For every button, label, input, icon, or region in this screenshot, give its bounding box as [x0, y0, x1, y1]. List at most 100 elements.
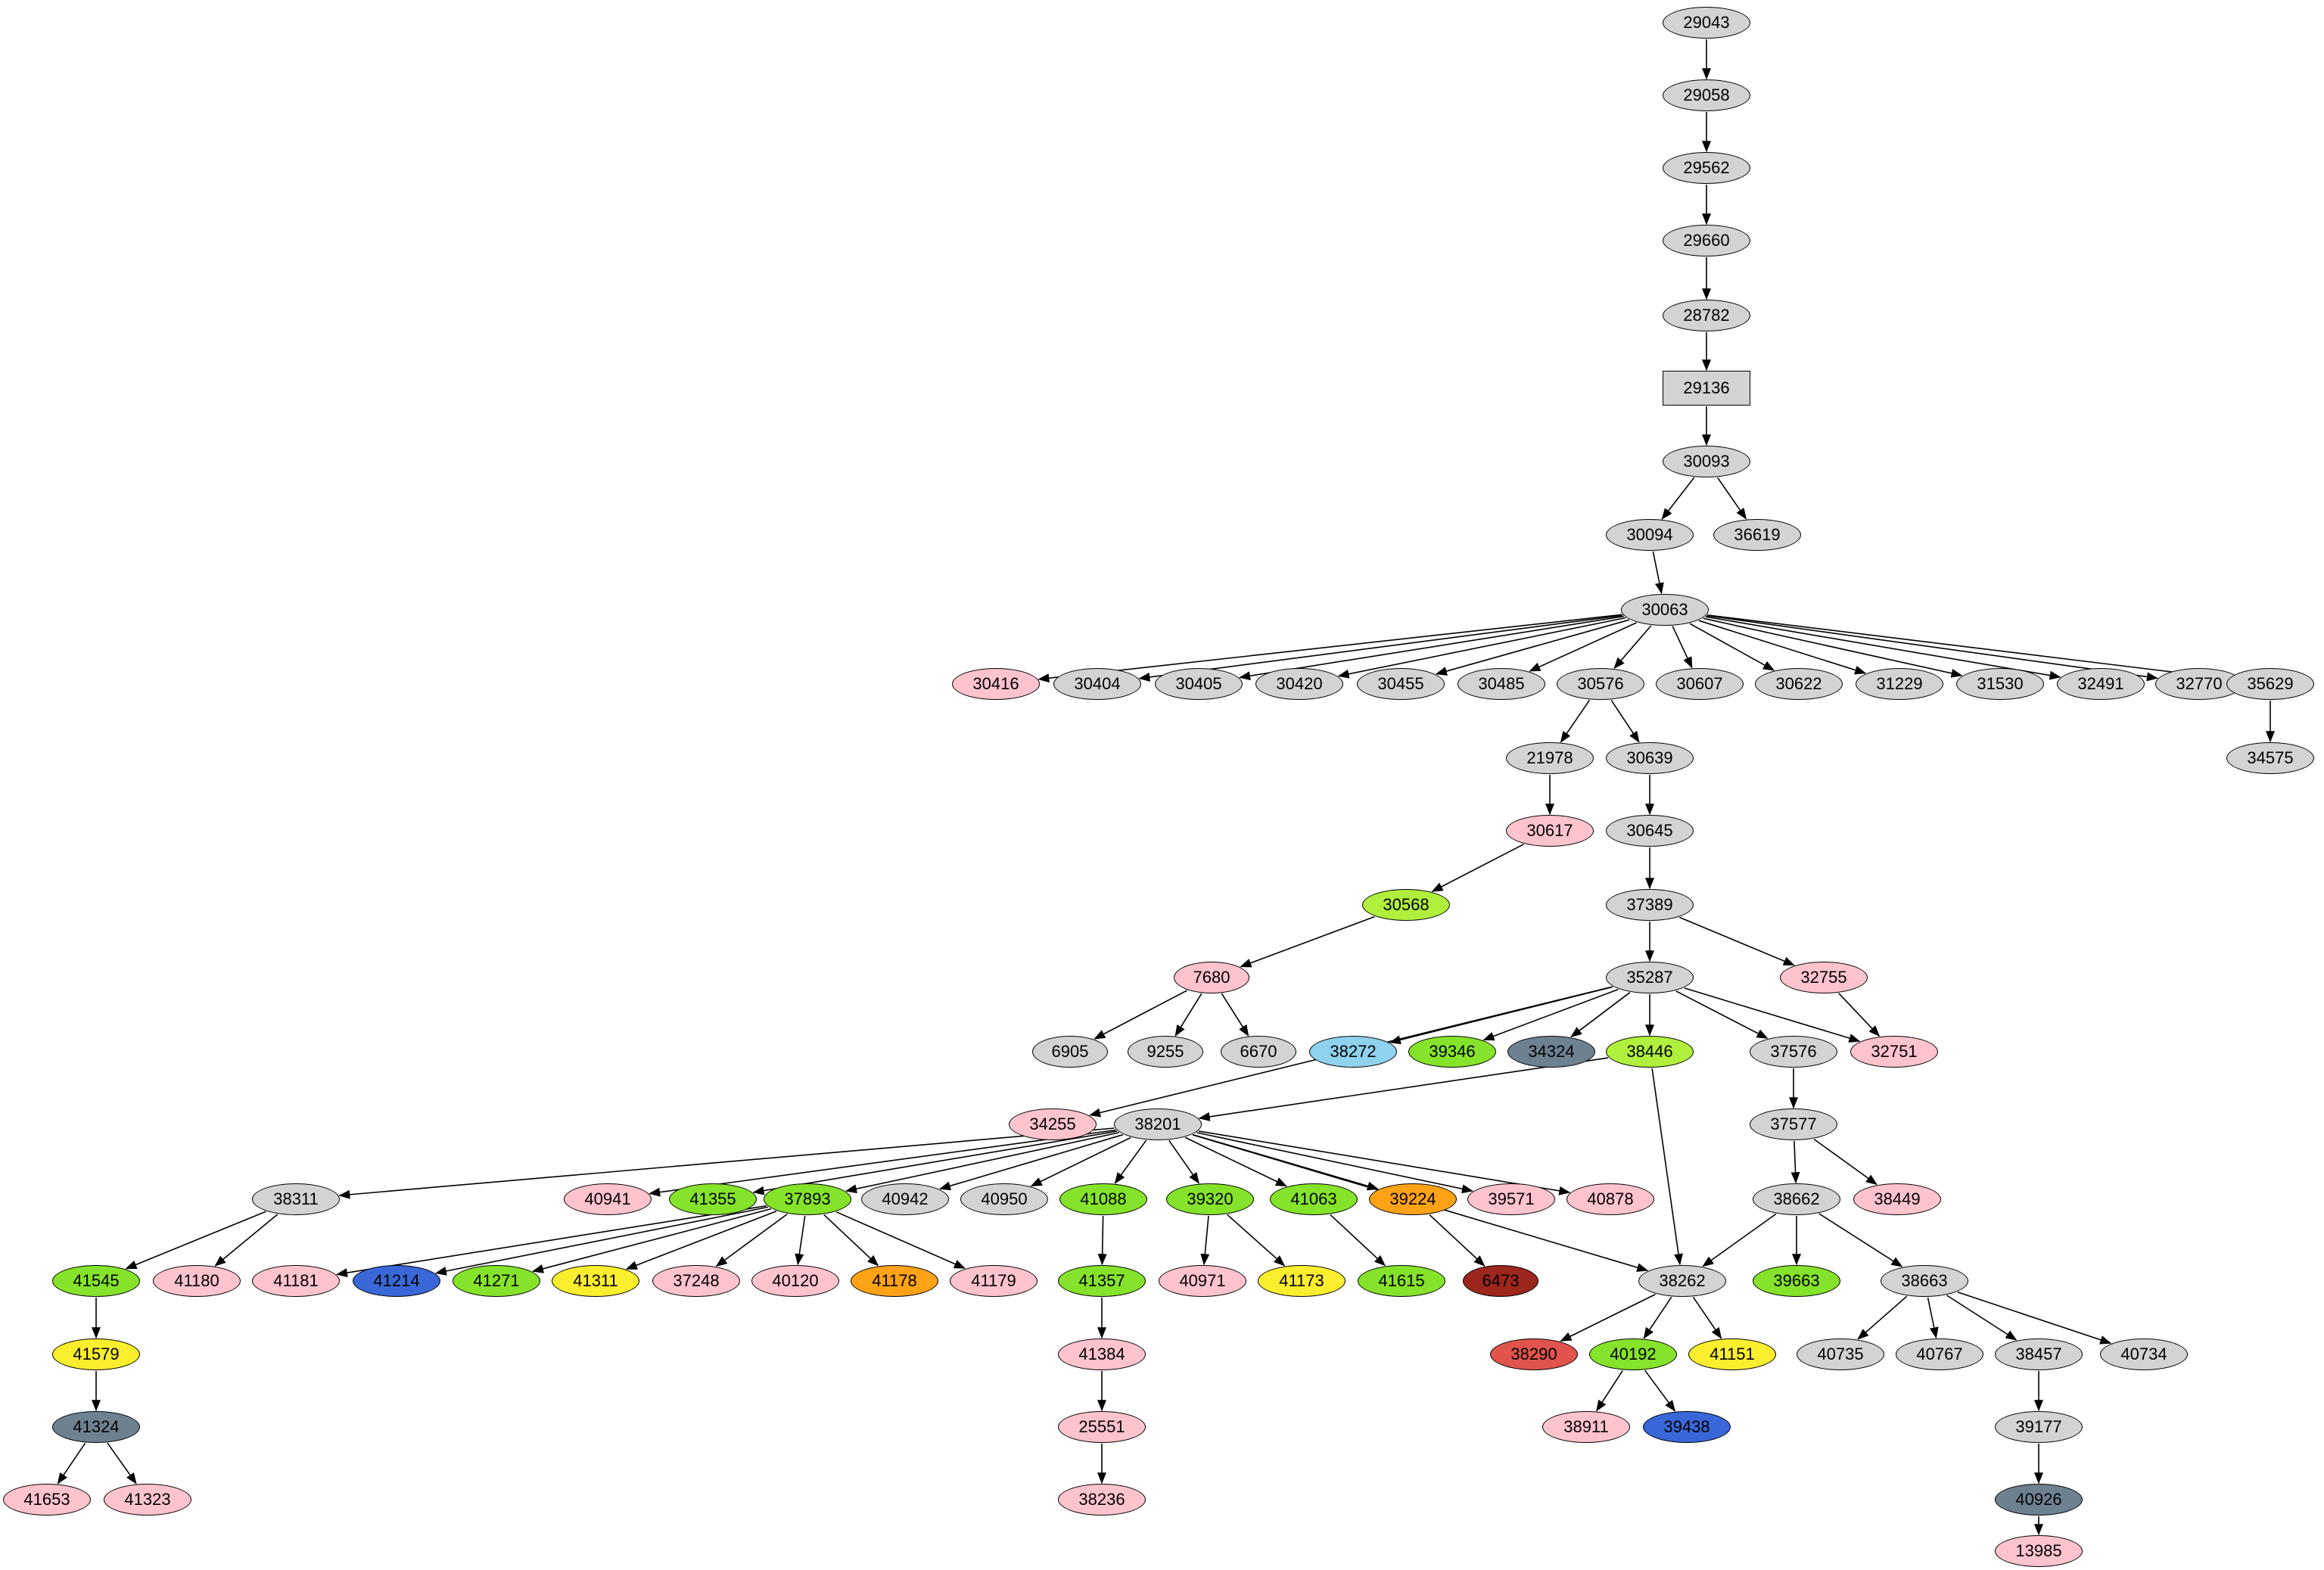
node-29058: 29058	[1663, 79, 1750, 111]
edge-38201-40878	[1198, 1130, 1571, 1195]
edge-39224-6473	[1429, 1214, 1486, 1267]
edge-30576-21978	[1560, 699, 1591, 743]
node-21978: 21978	[1506, 742, 1594, 774]
edge-40192-38911	[1596, 1369, 1623, 1412]
node-29660: 29660	[1663, 225, 1750, 256]
node-39320: 39320	[1166, 1183, 1254, 1215]
edge-30063-32770	[1706, 614, 2158, 682]
edge-41324-41653	[57, 1442, 86, 1485]
edge-30063-31229	[1698, 620, 1867, 675]
edge-37577-38662	[1790, 1140, 1800, 1184]
node-30063: 30063	[1621, 594, 1709, 626]
node-35287: 35287	[1606, 962, 1694, 993]
node-41181: 41181	[252, 1265, 340, 1297]
edge-38201-39571	[1196, 1132, 1473, 1194]
node-38457: 38457	[1995, 1338, 2083, 1370]
edge-37389-32755	[1678, 916, 1795, 966]
edge-39320-40971	[1200, 1215, 1210, 1266]
node-30576: 30576	[1557, 668, 1644, 700]
edge-38262-38290	[1560, 1293, 1656, 1342]
node-30639: 30639	[1606, 742, 1694, 774]
node-40767: 40767	[1896, 1338, 1983, 1370]
node-30645: 30645	[1606, 815, 1694, 847]
edge-38201-38311	[338, 1127, 1115, 1199]
node-30405: 30405	[1155, 668, 1243, 700]
node-30485: 30485	[1458, 668, 1545, 700]
edge-38262-40192	[1643, 1296, 1672, 1339]
node-41311: 41311	[552, 1265, 639, 1297]
edge-30063-35629	[1707, 614, 2229, 682]
edge-7680-6905	[1094, 990, 1187, 1040]
edge-38311-41180	[214, 1214, 278, 1267]
node-38272: 38272	[1309, 1036, 1397, 1068]
edge-30617-30568	[1431, 844, 1524, 892]
node-40942: 40942	[861, 1183, 949, 1215]
node-37893: 37893	[764, 1183, 851, 1215]
edge-40192-39438	[1644, 1369, 1676, 1412]
node-29562: 29562	[1663, 152, 1750, 184]
node-31530: 31530	[1956, 668, 2044, 700]
node-38262: 38262	[1638, 1265, 1726, 1297]
node-7680: 7680	[1174, 962, 1249, 993]
node-41355: 41355	[669, 1183, 757, 1215]
edge-41324-41323	[107, 1442, 137, 1485]
node-41579: 41579	[52, 1338, 140, 1370]
node-37248: 37248	[652, 1265, 740, 1297]
node-25551: 25551	[1058, 1411, 1146, 1443]
edge-37893-41178	[823, 1214, 879, 1267]
edge-38262-41151	[1692, 1296, 1722, 1339]
edge-30063-30455	[1435, 619, 1630, 676]
edge-38663-40767	[1927, 1297, 1939, 1339]
edge-37893-41181	[336, 1205, 767, 1278]
node-41214: 41214	[353, 1265, 440, 1297]
node-34324: 34324	[1507, 1036, 1595, 1068]
node-41088: 41088	[1059, 1183, 1147, 1215]
node-29136: 29136	[1663, 371, 1750, 406]
node-28782: 28782	[1663, 300, 1750, 331]
edge-37577-38449	[1813, 1138, 1878, 1186]
edge-38663-40734	[1957, 1291, 2112, 1345]
edge-32755-32751	[1838, 993, 1881, 1037]
edge-38446-38201	[1198, 1057, 1609, 1121]
node-40971: 40971	[1159, 1265, 1246, 1297]
edge-38446-38262	[1651, 1068, 1683, 1266]
node-41180: 41180	[153, 1265, 241, 1297]
node-13985: 13985	[1995, 1535, 2083, 1567]
node-6473: 6473	[1463, 1265, 1538, 1297]
node-40878: 40878	[1566, 1183, 1654, 1215]
edge-7680-6670	[1221, 993, 1249, 1037]
edge-41088-41357	[1097, 1215, 1107, 1266]
node-29043: 29043	[1663, 7, 1750, 39]
edge-30094-30063	[1652, 551, 1664, 595]
edge-37893-41179	[835, 1211, 966, 1269]
node-38911: 38911	[1542, 1411, 1630, 1443]
edge-30568-7680	[1240, 916, 1375, 968]
node-36619: 36619	[1713, 519, 1801, 551]
edge-30063-30420	[1337, 617, 1626, 679]
node-35629: 35629	[2226, 668, 2314, 700]
node-40120: 40120	[751, 1265, 839, 1297]
node-41324: 41324	[52, 1411, 140, 1443]
node-31229: 31229	[1856, 668, 1943, 700]
edge-38662-38663	[1818, 1213, 1903, 1267]
edge-30063-32491	[1705, 616, 2061, 680]
node-34255: 34255	[1009, 1108, 1097, 1140]
node-30607: 30607	[1656, 668, 1744, 700]
edge-38201-41088	[1114, 1139, 1147, 1184]
edge-30093-36619	[1717, 477, 1747, 520]
node-40926: 40926	[1995, 1484, 2083, 1516]
edge-38662-38262	[1702, 1213, 1777, 1267]
edge-30093-30094	[1661, 477, 1695, 520]
node-32491: 32491	[2057, 668, 2145, 700]
edge-7680-9255	[1174, 993, 1202, 1037]
node-41357: 41357	[1058, 1265, 1146, 1297]
node-38449: 38449	[1853, 1183, 1941, 1215]
node-32755: 32755	[1780, 962, 1868, 993]
edge-30063-31530	[1703, 617, 1963, 678]
node-41615: 41615	[1358, 1265, 1445, 1297]
node-6905: 6905	[1032, 1036, 1108, 1068]
node-30404: 30404	[1053, 668, 1141, 700]
node-41323: 41323	[104, 1484, 191, 1516]
